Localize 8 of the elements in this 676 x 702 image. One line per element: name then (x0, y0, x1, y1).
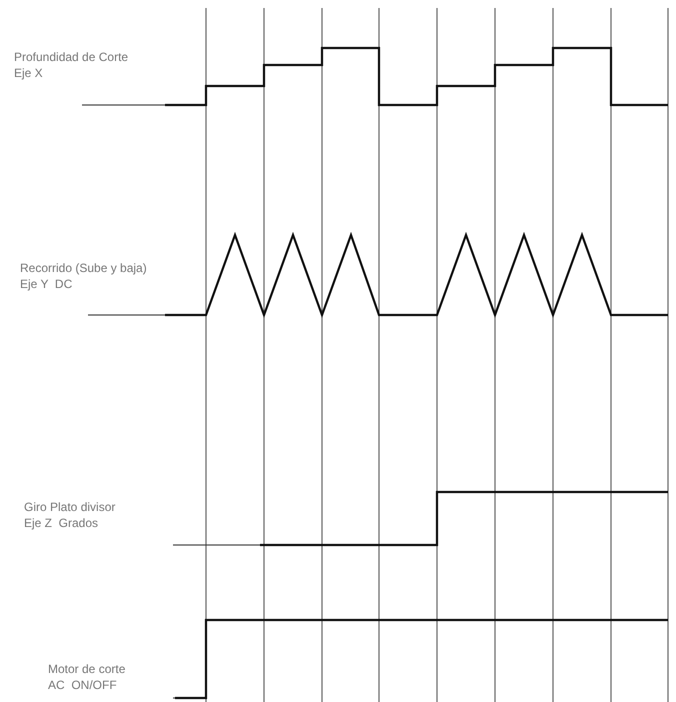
signal-label: Eje X (14, 66, 43, 80)
signal-label: Eje Z Grados (24, 516, 98, 530)
signal-label: Recorrido (Sube y baja) (20, 261, 147, 275)
signal-label: Giro Plato divisor (24, 500, 116, 514)
signal-label: Profundidad de Corte (14, 50, 128, 64)
signal-label: Motor de corte (48, 662, 126, 676)
signal-label: Eje Y DC (20, 277, 72, 291)
signal-label: AC ON/OFF (48, 678, 117, 692)
